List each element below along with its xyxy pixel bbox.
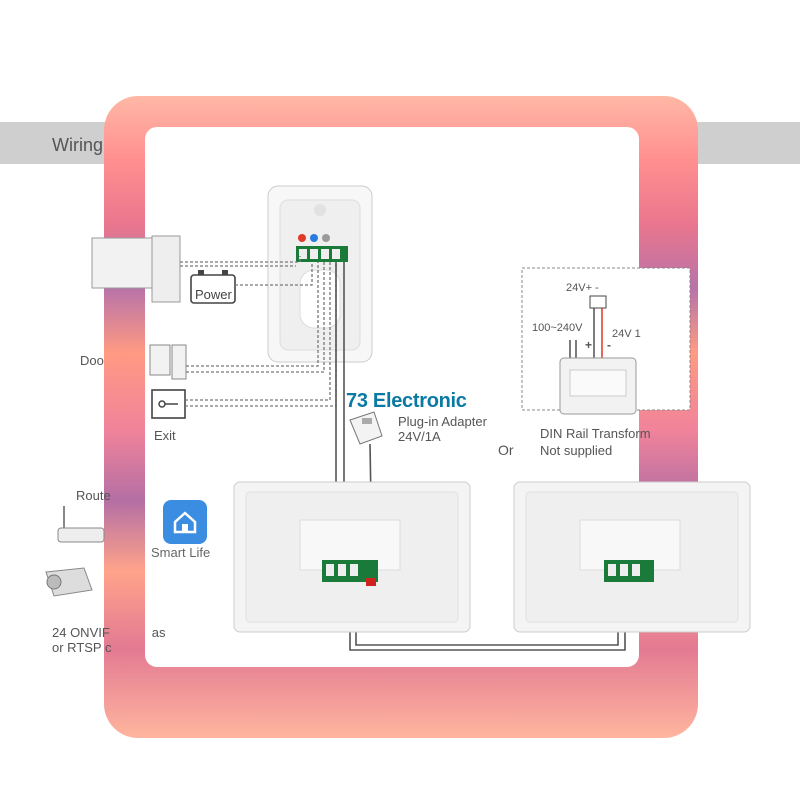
din-rail-label-line1: DIN Rail Transform bbox=[540, 426, 651, 441]
door-sensor-icon bbox=[149, 344, 187, 380]
battery-icon bbox=[190, 270, 236, 304]
page-title: Wiring bbox=[52, 135, 104, 155]
or-label: Or bbox=[498, 442, 514, 458]
router-label: Route bbox=[76, 488, 111, 503]
door-label: Doo bbox=[80, 353, 104, 368]
din-minus-label: - bbox=[607, 338, 611, 352]
adapter-label-line1: Plug-in Adapter bbox=[398, 414, 487, 429]
power-label: Power bbox=[195, 287, 232, 302]
camera-label-line2: or RTSP c bbox=[52, 640, 112, 655]
din-plus-label: + bbox=[585, 338, 593, 352]
din-output-label: 24V+ - bbox=[566, 282, 599, 294]
magnetic-lock-icon bbox=[91, 235, 181, 303]
din-rail-label-line2: Not supplied bbox=[540, 443, 613, 458]
din-side-label: 24V 1 bbox=[612, 328, 641, 340]
indoor-monitor-left-icon bbox=[233, 481, 471, 633]
camera-icon bbox=[45, 567, 93, 597]
din-rail-box bbox=[521, 267, 691, 415]
smart-life-label: Smart Life bbox=[151, 545, 211, 560]
watermark-logo: 73 Electronic bbox=[346, 390, 467, 412]
smart-life-icon bbox=[163, 500, 207, 544]
exit-label: Exit bbox=[154, 428, 176, 443]
adapter-label-line2: 24V/1A bbox=[398, 429, 441, 444]
din-input-label: 100~240V bbox=[532, 322, 583, 334]
outdoor-station-icon bbox=[267, 185, 373, 363]
exit-button-icon bbox=[151, 389, 186, 419]
indoor-monitor-right-icon bbox=[513, 481, 751, 633]
router-icon bbox=[57, 506, 105, 543]
